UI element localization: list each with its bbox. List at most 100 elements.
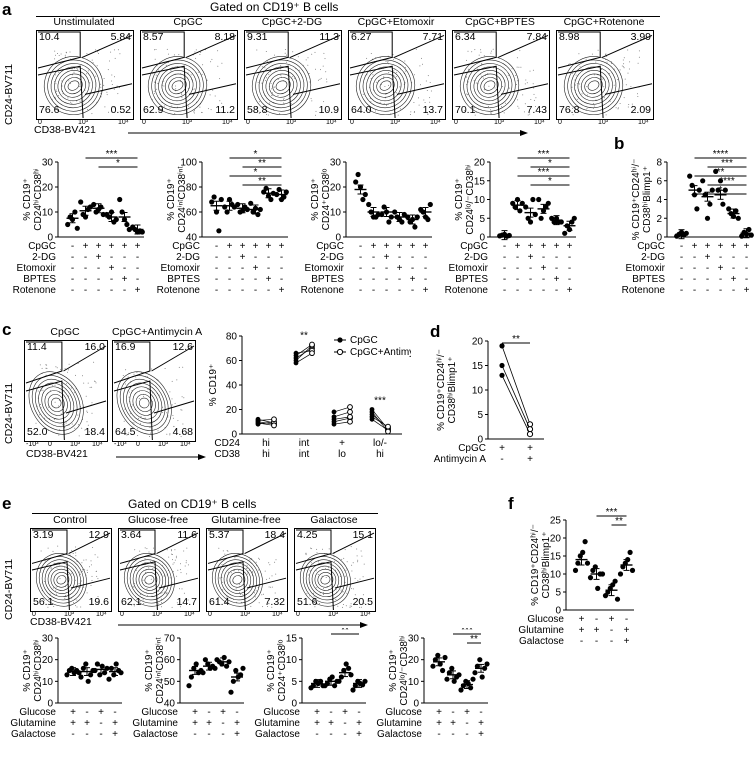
panel-e-chart-2-data-point [193, 661, 199, 667]
event-dot [91, 580, 93, 581]
event-dot [201, 73, 203, 75]
event-dot [369, 71, 371, 73]
event-dot [217, 65, 219, 67]
event-dot [146, 588, 148, 590]
event-dot [309, 81, 311, 83]
event-dot [61, 80, 63, 82]
event-dot [267, 114, 269, 116]
event-dot [224, 553, 226, 555]
panel-e-chart-4-data-point [451, 678, 457, 684]
event-dot [619, 103, 621, 104]
panel-b-condition-sign: - [706, 285, 709, 296]
contour-line [47, 565, 76, 594]
contour-line [302, 556, 348, 604]
event-dot [74, 579, 76, 581]
event-dot [171, 553, 172, 555]
event-dot [634, 109, 636, 111]
panel-a-chart-1-data-point [139, 229, 145, 235]
event-dot [64, 597, 66, 599]
event-dot [181, 96, 183, 98]
panel-c-x-tick: -10³ [114, 441, 127, 448]
panel-a-chart-2-condition-sign: - [280, 274, 283, 285]
panel-e-chart-4-y-label: CD24ˡᵒ/⁻CD38ʰⁱ [399, 635, 410, 705]
panel-e-chart-4-data-point [430, 663, 436, 669]
event-dot [292, 51, 294, 53]
panel-a-quadrant-bottom-left: 76.6 [39, 104, 60, 116]
panel-b-condition-sign: - [706, 274, 709, 285]
event-dot [310, 562, 312, 564]
panel-c-x-tick: 10³ [158, 441, 169, 448]
event-dot [54, 384, 56, 386]
event-dot [575, 74, 577, 76]
panel-a-chart-1-y-tick-label: 0 [47, 233, 53, 244]
gate-bottom-right-line [500, 83, 549, 95]
event-dot [171, 380, 173, 382]
event-dot [64, 426, 66, 428]
event-dot [369, 107, 371, 109]
panel-e-chart-4-condition-sign: - [479, 707, 482, 718]
event-dot [152, 567, 154, 569]
event-dot [227, 550, 229, 552]
event-dot [103, 78, 105, 79]
panel-a-chart-1-condition-sign: + [122, 274, 128, 285]
event-dot [375, 57, 377, 58]
panel-c-sig-label: *** [374, 396, 386, 407]
event-dot [127, 376, 129, 378]
panel-a-chart-2-condition-sign: + [227, 241, 233, 252]
panel-a-chart-4-condition-sign: - [529, 274, 532, 285]
event-dot [519, 50, 521, 52]
event-dot [325, 71, 327, 73]
event-dot [187, 599, 189, 601]
event-dot [147, 388, 149, 390]
event-dot [240, 601, 242, 603]
event-dot [40, 550, 42, 552]
event-dot [95, 49, 97, 51]
panel-e-chart-4-condition-label: Glutamine [376, 718, 422, 729]
event-dot [482, 77, 484, 79]
event-dot [490, 113, 492, 115]
panel-e-quadrant-bottom-left: 61.4 [209, 596, 230, 608]
panel-e-chart-2-y-tick-label: 50 [164, 677, 176, 688]
event-dot [185, 562, 187, 564]
event-dot [187, 564, 189, 566]
event-dot [175, 555, 177, 557]
event-dot [263, 593, 264, 595]
panel-e-chart-3-condition-label: Glutamine [254, 718, 300, 729]
panel-b-data-point [709, 187, 715, 193]
event-dot [311, 53, 313, 55]
contour-line [232, 575, 243, 585]
event-dot [91, 412, 93, 414]
event-dot [370, 53, 372, 54]
panel-a-chart-2-condition-sign: + [240, 241, 246, 252]
event-dot [75, 374, 76, 376]
event-dot [195, 57, 197, 59]
event-dot [322, 65, 324, 67]
panel-a-chart-2-condition-sign: - [254, 285, 257, 296]
event-dot [293, 77, 295, 79]
event-dot [405, 70, 407, 72]
panel-e-chart-4-condition-sign: + [436, 707, 442, 718]
panel-c-point-antimycin [271, 416, 277, 423]
event-dot [227, 571, 229, 573]
panel-a-chart-3-data-point [386, 219, 392, 225]
panel-e-chart-2-y-tick-label: 40 [164, 699, 176, 710]
event-dot [117, 49, 119, 51]
event-dot [162, 406, 164, 408]
event-dot [155, 49, 157, 50]
event-dot [256, 107, 258, 109]
event-dot [183, 592, 185, 594]
contour-line [265, 70, 298, 102]
panel-a-chart-4-condition-sign: + [567, 285, 573, 296]
event-dot [603, 86, 605, 88]
event-dot [175, 429, 176, 431]
event-dot [91, 575, 93, 577]
event-dot [238, 570, 240, 572]
panel-a-chart-4-condition-sign: - [503, 263, 506, 274]
event-dot [77, 68, 79, 70]
gate-top-right-line [289, 34, 341, 58]
event-dot [150, 432, 152, 434]
panel-a-chart-3-data-point [366, 201, 372, 208]
event-dot [393, 75, 395, 77]
panel-a-chart-4-data-point [571, 215, 577, 221]
